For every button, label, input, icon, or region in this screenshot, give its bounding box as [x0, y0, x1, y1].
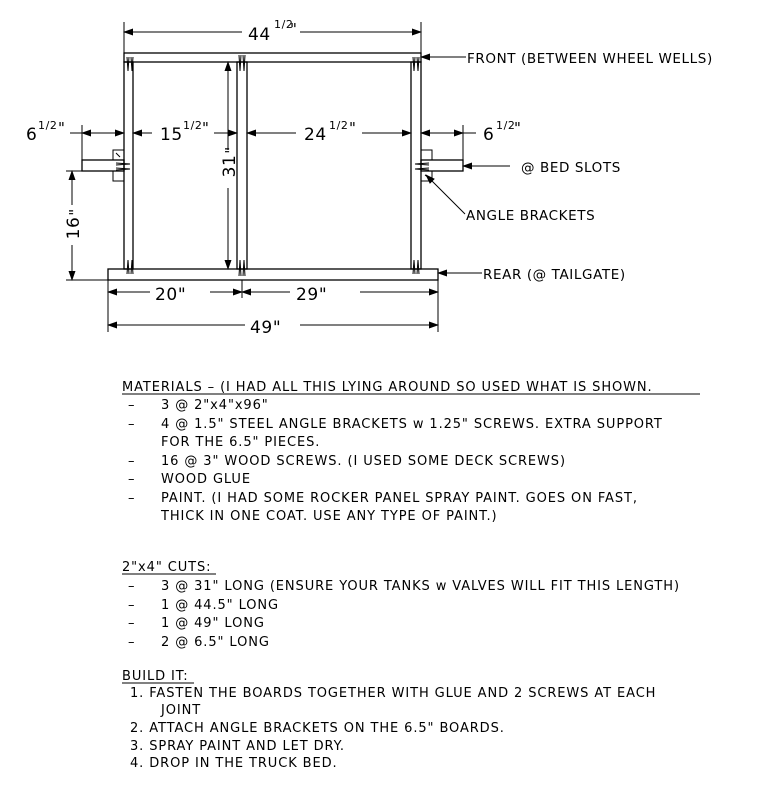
rear-board	[107, 268, 439, 281]
svg-text:": "	[349, 119, 357, 137]
materials-item: PAINT. (I HAD SOME ROCKER PANEL SPRAY PA…	[161, 491, 638, 506]
build-step: JOINT	[160, 703, 201, 718]
materials-item: FOR THE 6.5" PIECES.	[161, 435, 320, 450]
right-side-piece	[420, 159, 464, 172]
materials-item: WOOD GLUE	[161, 472, 251, 487]
materials-item: 16 @ 3" WOOD SCREWS. (I USED SOME DECK S…	[161, 454, 566, 469]
build-step: 3. SPRAY PAINT AND LET DRY.	[130, 739, 345, 754]
dim-overall-width: 44	[248, 25, 271, 45]
svg-text:": "	[290, 20, 298, 38]
svg-text:–: –	[128, 417, 135, 432]
build-step: 2. ATTACH ANGLE BRACKETS ON THE 6.5" BOA…	[130, 721, 505, 736]
dimension-text: 44 1/2 " 6 1/2 " 15 1/2 " 24 1/2 " 6 1/2…	[26, 18, 522, 338]
svg-text:–: –	[128, 616, 135, 631]
svg-text:–: –	[128, 472, 135, 487]
cuts-item: 3 @ 31" LONG (ENSURE YOUR TANKS w VALVES…	[161, 579, 680, 594]
svg-text:": "	[202, 119, 210, 137]
svg-text:–: –	[128, 598, 135, 613]
dim-rear-total: 49"	[250, 318, 281, 338]
cuts-item: 2 @ 6.5" LONG	[161, 635, 270, 650]
dim-overall-width-fraction: 1/2	[274, 18, 294, 31]
dim-side-right-fraction: 1/2	[496, 119, 516, 132]
frame-boards	[81, 52, 464, 281]
build-step: 4. DROP IN THE TRUCK BED.	[130, 756, 338, 771]
label-rear: REAR (@ TAILGATE)	[483, 267, 626, 283]
svg-text:": "	[66, 208, 84, 216]
svg-text:": "	[58, 119, 66, 137]
dim-side-right: 6	[483, 125, 494, 145]
right-upright	[410, 61, 422, 270]
dim-inner-right-fraction: 1/2	[329, 119, 349, 132]
svg-text:": "	[514, 119, 522, 137]
dimension-lines	[66, 22, 476, 332]
build-heading: BUILD IT:	[122, 669, 188, 684]
dim-inner-left: 15	[160, 125, 183, 145]
left-upright	[123, 61, 134, 270]
dim-side-left-fraction: 1/2	[38, 119, 58, 132]
left-side-piece	[81, 159, 125, 172]
materials-item: THICK IN ONE COAT. USE ANY TYPE OF PAINT…	[160, 509, 497, 524]
cuts-item: 1 @ 44.5" LONG	[161, 598, 279, 613]
materials-heading: MATERIALS – (I HAD ALL THIS LYING AROUND…	[122, 380, 653, 395]
middle-upright	[236, 61, 248, 270]
dim-inner-right: 24	[304, 125, 327, 145]
svg-text:–: –	[128, 635, 135, 650]
dim-slot-height: 16	[64, 217, 84, 240]
label-bed-slots: @ BED SLOTS	[521, 160, 621, 176]
angle-bracket-left	[112, 149, 124, 182]
svg-text:–: –	[128, 398, 135, 413]
dim-rear-right: 29"	[296, 285, 327, 305]
screw-marks	[115, 54, 430, 277]
materials-item: 4 @ 1.5" STEEL ANGLE BRACKETS w 1.25" SC…	[161, 417, 663, 432]
callouts: FRONT (BETWEEN WHEEL WELLS) @ BED SLOTS …	[420, 51, 713, 283]
angle-bracket-right	[421, 149, 433, 182]
materials-item: 3 @ 2"x4"x96"	[161, 398, 269, 413]
svg-text:–: –	[128, 491, 135, 506]
dim-rear-left: 20"	[155, 285, 186, 305]
dim-height: 31	[220, 155, 240, 178]
label-front: FRONT (BETWEEN WHEEL WELLS)	[467, 51, 713, 67]
svg-text:": "	[222, 146, 240, 154]
front-board	[123, 52, 422, 63]
notes-block: MATERIALS – (I HAD ALL THIS LYING AROUND…	[122, 380, 700, 771]
build-step: 1. FASTEN THE BOARDS TOGETHER WITH GLUE …	[130, 686, 656, 701]
svg-text:–: –	[128, 579, 135, 594]
cuts-heading: 2"x4" CUTS:	[122, 560, 211, 575]
dim-inner-left-fraction: 1/2	[183, 119, 203, 132]
cuts-item: 1 @ 49" LONG	[161, 616, 265, 631]
label-angle-brackets: ANGLE BRACKETS	[466, 208, 595, 224]
dim-side-left: 6	[26, 125, 37, 145]
svg-text:–: –	[128, 454, 135, 469]
